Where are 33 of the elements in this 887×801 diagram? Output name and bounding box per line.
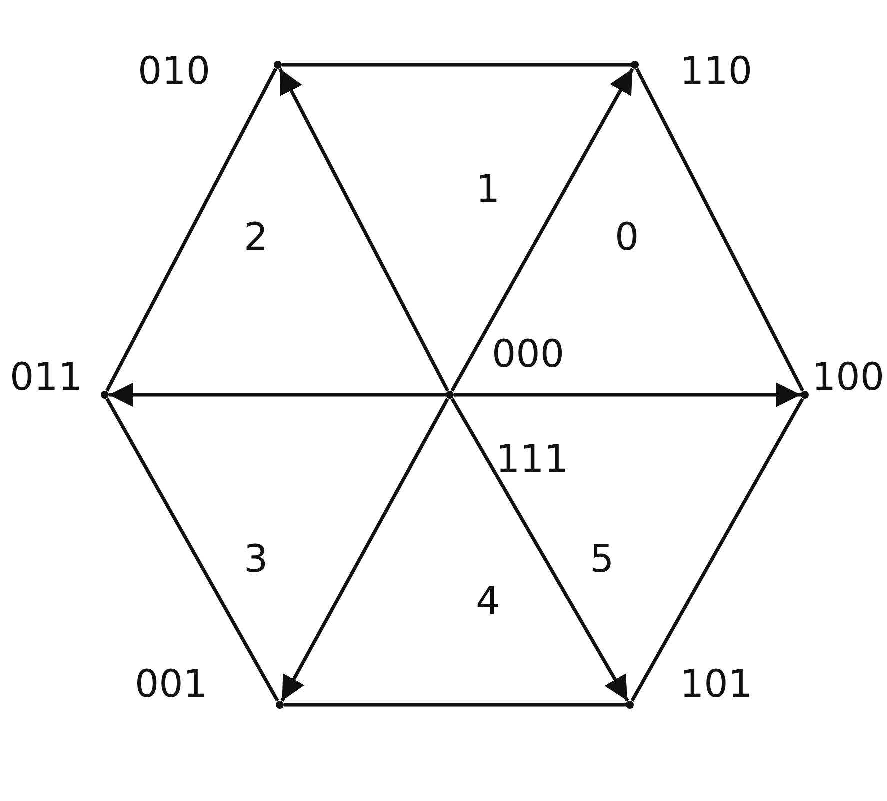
vector-arrow bbox=[450, 398, 630, 702]
vertex-dot bbox=[801, 391, 809, 399]
vertex-code-label: 010 bbox=[138, 52, 211, 90]
vector-arrow bbox=[454, 382, 801, 408]
vertex-code-label: 100 bbox=[812, 358, 885, 396]
hexagon-side bbox=[636, 68, 804, 392]
vertex-code-label: 011 bbox=[10, 358, 83, 396]
vertex-dot bbox=[626, 701, 634, 709]
zero-vector-label: 000 bbox=[492, 335, 565, 373]
sector-number: 5 bbox=[590, 540, 614, 578]
hexagon-side bbox=[630, 398, 804, 702]
vertex-dot bbox=[101, 391, 109, 399]
hexagon-side bbox=[106, 398, 280, 702]
vector-arrow bbox=[109, 382, 446, 408]
hexagon-side bbox=[106, 68, 278, 392]
hexagon-side bbox=[284, 703, 626, 707]
vertex-dot bbox=[446, 391, 454, 399]
sector-number: 0 bbox=[615, 218, 640, 256]
vertex-dot bbox=[274, 61, 282, 69]
vertex-dot bbox=[631, 61, 639, 69]
vertex-code-label: 001 bbox=[135, 665, 208, 703]
hexagon-side bbox=[282, 63, 631, 67]
sector-number: 1 bbox=[476, 170, 500, 208]
vector-arrow bbox=[280, 398, 450, 702]
zero-vector-label: 111 bbox=[496, 440, 569, 478]
vector-arrow bbox=[278, 68, 450, 392]
vector-arrow bbox=[450, 68, 634, 392]
vertex-dot bbox=[276, 701, 284, 709]
sector-number: 2 bbox=[244, 218, 268, 256]
vertex-code-label: 101 bbox=[680, 665, 753, 703]
vertex-code-label: 110 bbox=[680, 52, 753, 90]
sector-number: 4 bbox=[476, 582, 500, 620]
sector-number: 3 bbox=[244, 540, 268, 578]
